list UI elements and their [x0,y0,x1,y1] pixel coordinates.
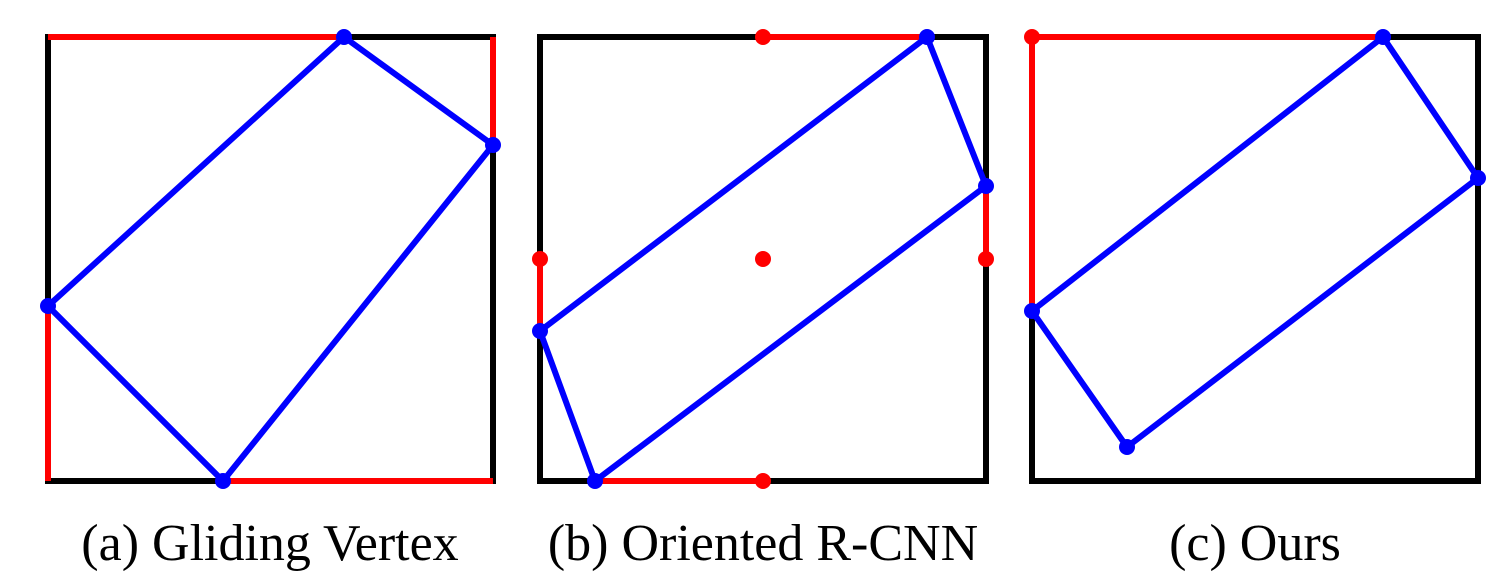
panel-oriented-rcnn: (b) Oriented R-CNN [532,29,994,572]
midpoint-top [755,29,771,45]
vertex-point [40,298,56,314]
caption-b: (b) Oriented R-CNN [548,515,978,572]
vertex-point [336,29,352,45]
midpoint-right [978,251,994,267]
vertex-point [978,178,994,194]
caption-c: (c) Ours [1169,515,1341,572]
panel-gliding-vertex: (a) Gliding Vertex [40,29,501,572]
vertex-point [1470,170,1486,186]
oriented-box [1029,34,1481,450]
midpoint-left [532,251,548,267]
vertex-point [1024,303,1040,319]
vertex-point [532,323,548,339]
vertex-point [1375,29,1391,45]
midpoint-bottom [755,473,771,489]
vertex-point [1119,439,1135,455]
vertex-point [485,137,501,153]
vertex-point [215,473,231,489]
caption-a: (a) Gliding Vertex [81,515,458,572]
panel-ours: (c) Ours [1024,29,1486,572]
vertex-point [919,29,935,45]
vertex-point [587,473,603,489]
oriented-box [45,34,496,484]
center-point [755,251,771,267]
reference-corner-point [1024,29,1040,45]
